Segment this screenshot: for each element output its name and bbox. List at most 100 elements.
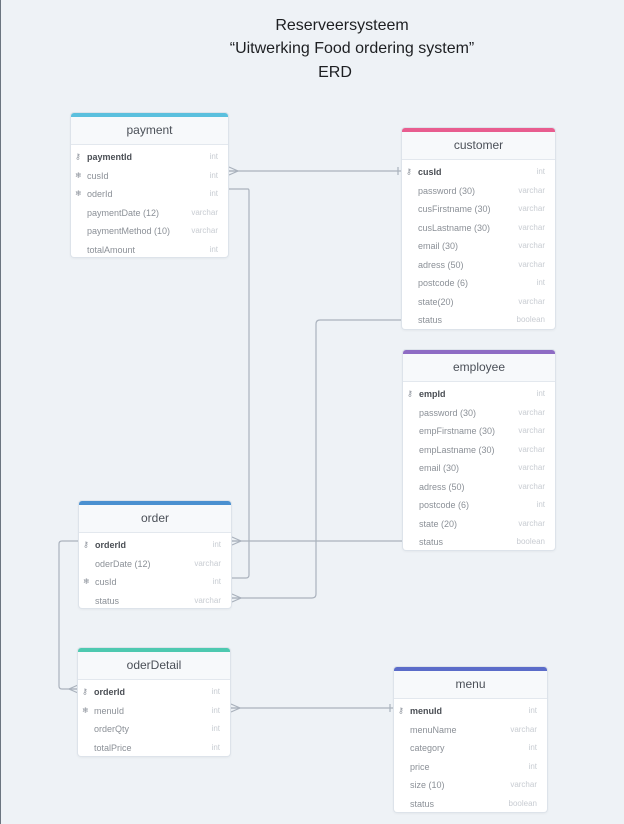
key-icon: ⚷ [82, 687, 88, 696]
column-type: varchar [518, 222, 545, 232]
column-name: menuId [94, 705, 125, 716]
link-order-oderdetail [58, 540, 79, 690]
column-type: varchar [518, 426, 545, 435]
crow-foot-icon [67, 684, 79, 694]
column-row[interactable]: empFirstname (30)varchar [403, 422, 555, 441]
column-name: orderId [94, 687, 126, 697]
column-type: varchar [518, 407, 545, 417]
column-type: int [536, 278, 545, 287]
table-header-bar [71, 113, 228, 117]
column-type: varchar [518, 444, 545, 454]
column-row[interactable]: empLastname (30)varchar [403, 441, 555, 460]
column-row[interactable]: adress (50) varchar [402, 256, 555, 275]
column-row[interactable]: password (30)varchar [403, 404, 555, 423]
column-row[interactable]: email (30)varchar [402, 237, 555, 256]
column-type: int [528, 761, 537, 771]
foreign-key-icon: ❄ [83, 577, 90, 586]
column-type: varchar [194, 558, 221, 568]
column-type: boolean [516, 315, 545, 324]
column-name: category [410, 743, 445, 753]
column-type: varchar [510, 780, 537, 789]
column-row[interactable]: paymentMethod (10)varchar [71, 222, 228, 241]
column-type: varchar [510, 724, 537, 734]
key-icon: ⚷ [75, 152, 81, 161]
column-type: int [212, 577, 221, 586]
column-name: paymentDate (12) [87, 207, 160, 218]
column-row[interactable]: ⚷ orderId int [78, 683, 230, 702]
column-type: int [211, 724, 220, 733]
column-name: menuName [410, 724, 457, 735]
column-type: int [528, 706, 537, 715]
column-row[interactable]: oderDate (12)varchar [79, 555, 231, 574]
column-type: varchar [518, 296, 545, 306]
table-header-bar [403, 350, 555, 354]
column-name: status [419, 537, 444, 547]
column-type: int [536, 167, 545, 176]
column-name: status [410, 798, 435, 809]
column-type: int [209, 170, 218, 180]
column-type: boolean [508, 798, 537, 808]
column-name: size (10) [410, 780, 445, 790]
column-type: boolean [516, 537, 545, 546]
crow-foot-icon [230, 703, 242, 713]
column-row[interactable]: postcode (6)int [402, 274, 555, 293]
column-row[interactable]: email (30)varchar [403, 459, 555, 478]
column-row[interactable]: postcode (6)int [403, 496, 555, 515]
column-type: int [536, 500, 545, 509]
foreign-key-icon: ❄ [75, 189, 82, 198]
table-title: customer [402, 132, 555, 160]
column-type: int [209, 244, 218, 254]
column-name: orderId [95, 540, 127, 550]
column-name: email (30) [419, 463, 460, 473]
column-row[interactable]: state(20)varchar [402, 293, 555, 312]
column-type: varchar [191, 207, 218, 217]
table-title: order [79, 505, 231, 533]
column-name: status [95, 595, 120, 606]
column-name: empId [419, 389, 446, 399]
column-name: cusFirstname (30) [418, 204, 491, 214]
column-type: varchar [518, 259, 545, 269]
column-name: adress (50) [418, 259, 464, 270]
column-type: int [211, 687, 220, 696]
column-row[interactable]: status boolean [403, 533, 555, 550]
column-row[interactable]: cusLastname (30)varchar [402, 219, 555, 238]
column-row[interactable]: password (30)varchar [402, 182, 555, 201]
column-type: varchar [191, 226, 218, 235]
column-name: cusId [87, 170, 109, 181]
diagram-title: Reserveersysteem [275, 17, 409, 34]
column-row[interactable]: adress (50)varchar [403, 478, 555, 497]
table-header-bar [78, 648, 230, 652]
column-row[interactable]: state (20)varchar [403, 515, 555, 534]
column-row[interactable]: menuName varchar [394, 721, 547, 740]
column-row[interactable]: paymentDate (12) varchar [71, 204, 228, 223]
table-title: employee [403, 354, 555, 382]
frame-left-border [0, 0, 1, 824]
column-row[interactable]: status boolean [394, 795, 547, 813]
column-row[interactable]: size (10) varchar [394, 776, 547, 795]
column-row[interactable]: cusFirstname (30)varchar [402, 200, 555, 219]
diagram-label: ERD [318, 64, 352, 81]
